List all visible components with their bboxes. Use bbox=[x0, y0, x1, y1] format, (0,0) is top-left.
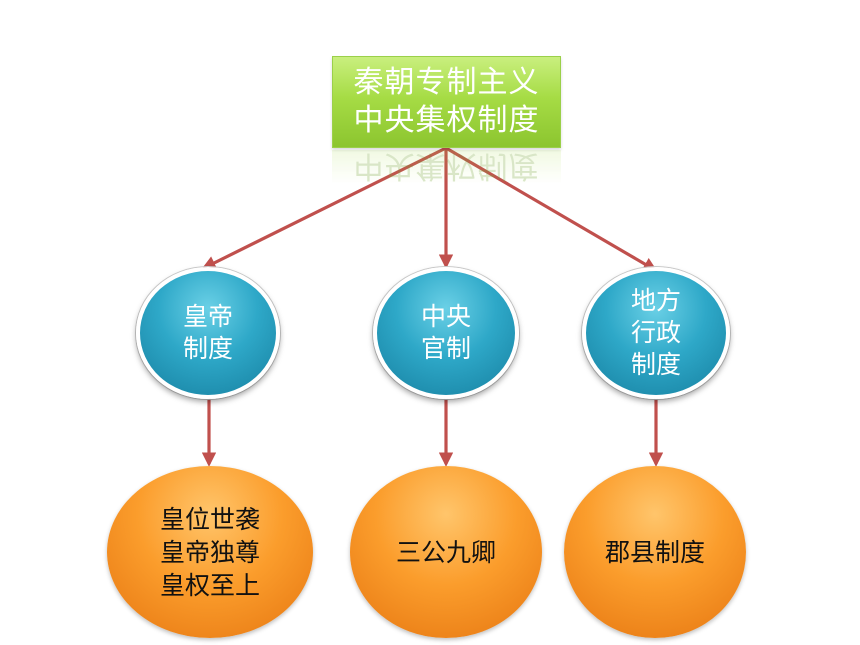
detail-node-imperial: 皇位世袭 皇帝独尊 皇权至上 bbox=[107, 466, 313, 638]
category-node-central: 中央 官制 bbox=[373, 267, 519, 399]
detail-node-central: 三公九卿 bbox=[350, 466, 542, 638]
arrow-root-to-local bbox=[445, 146, 658, 272]
detail-label-line: 皇权至上 bbox=[159, 570, 260, 600]
category-label-line: 皇帝 bbox=[182, 302, 233, 331]
category-node-imperial: 皇帝 制度 bbox=[136, 267, 280, 399]
detail-label-line: 郡县制度 bbox=[604, 537, 705, 567]
detail-label-line: 皇帝独尊 bbox=[159, 537, 260, 567]
root-reflection: 中央集权制度 bbox=[332, 150, 561, 184]
root-title-line-2: 中央集权制度 bbox=[353, 103, 540, 138]
category-label-line: 官制 bbox=[420, 334, 471, 363]
category-node-local: 地方 行政 制度 bbox=[582, 267, 730, 399]
category-label-line: 行政 bbox=[630, 318, 681, 347]
category-label-line: 地方 bbox=[630, 286, 681, 315]
detail-node-local: 郡县制度 bbox=[564, 466, 746, 638]
detail-label-line: 皇位世袭 bbox=[159, 504, 260, 534]
root-title-line-1: 秦朝专制主义 bbox=[353, 65, 540, 100]
arrow-root-to-imperial bbox=[201, 146, 447, 270]
category-label-line: 制度 bbox=[630, 350, 681, 379]
category-label-line: 中央 bbox=[420, 302, 471, 331]
root-reflection-text: 中央集权制度 bbox=[353, 150, 540, 183]
root-node: 秦朝专制主义 中央集权制度 bbox=[332, 56, 561, 148]
detail-label-line: 三公九卿 bbox=[395, 537, 496, 567]
category-label-line: 制度 bbox=[182, 334, 233, 363]
